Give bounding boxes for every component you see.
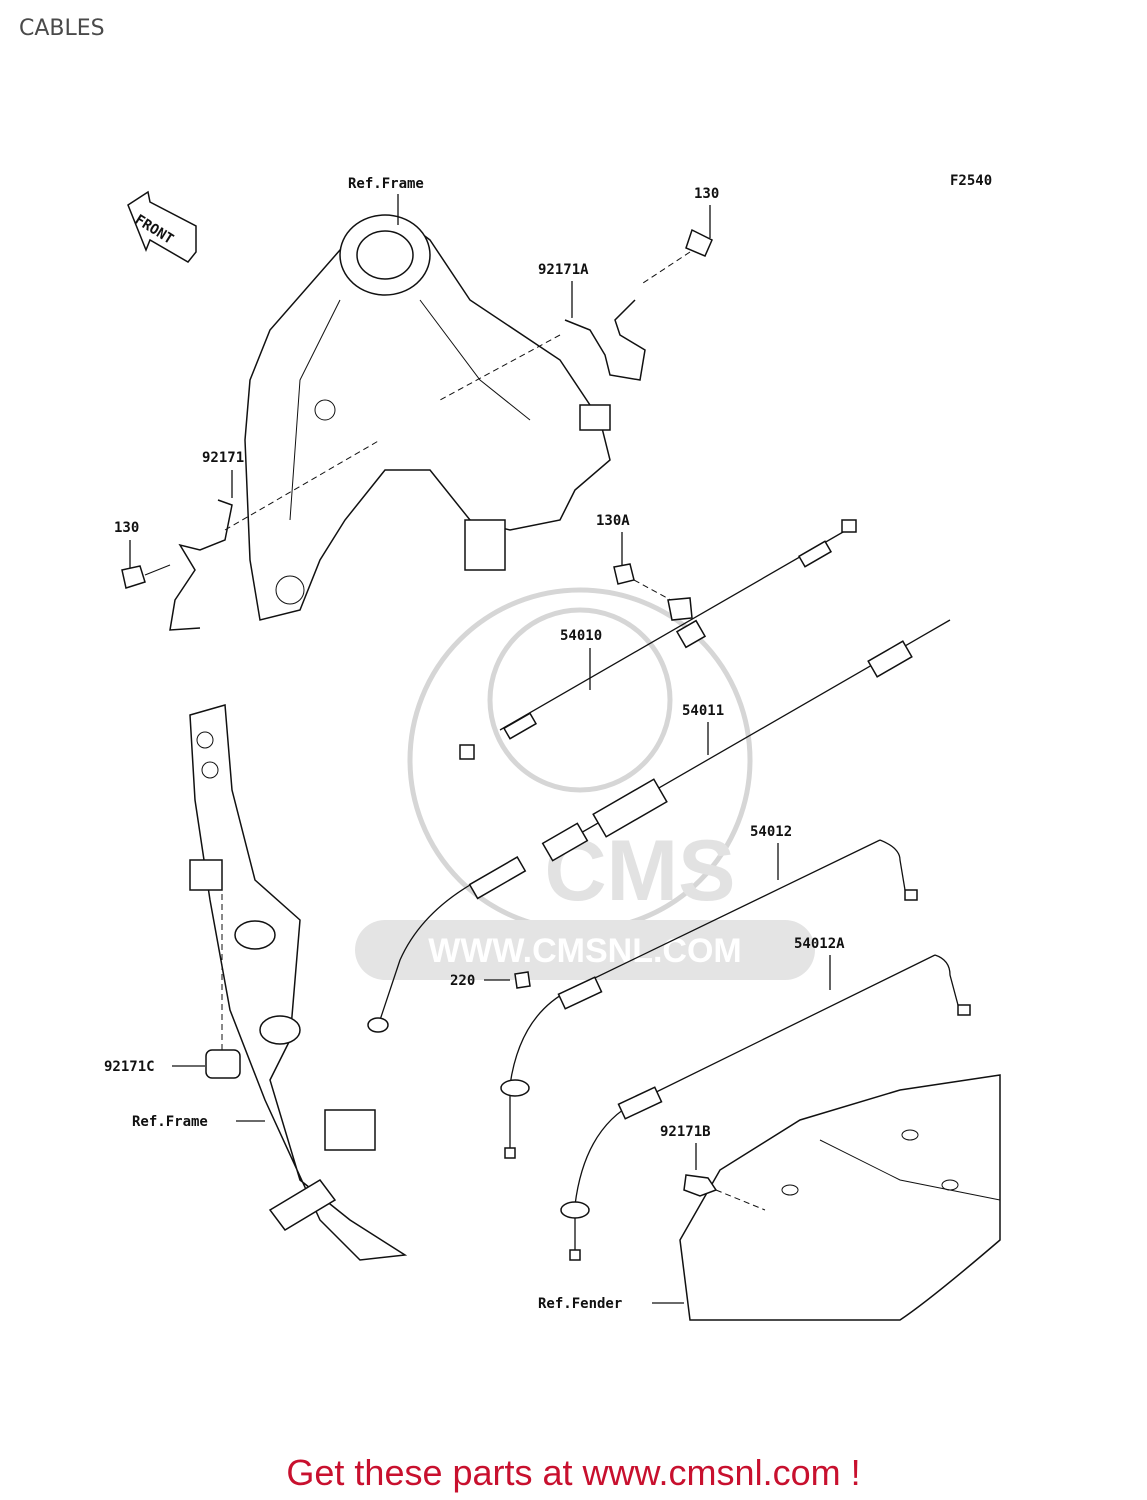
callout-92171B: 92171B — [660, 1124, 711, 1140]
callout-220: 220 — [450, 973, 475, 989]
bolt-130A — [613, 563, 635, 585]
bolt-130-top — [639, 228, 713, 286]
ref-fender-label: Ref.Fender — [538, 1296, 622, 1312]
fender-contour — [819, 1139, 1001, 1201]
side-frame-bracket — [189, 859, 223, 891]
callout-130-top: 130 — [694, 186, 719, 202]
bolt-130-left — [121, 565, 146, 589]
front-arrow: FRONT — [127, 190, 197, 263]
bolt-130-left-shank — [144, 564, 171, 576]
clip-92171B-guide — [715, 1189, 766, 1211]
watermark-banner — [355, 920, 815, 980]
cable-54011 — [367, 619, 951, 1033]
clamp-92171 — [169, 499, 233, 631]
frame-hole-2 — [275, 575, 305, 605]
callout-130A: 130A — [596, 513, 630, 529]
promo-link[interactable]: Get these parts at www.cmsnl.com ! — [286, 1452, 861, 1493]
callout-92171: 92171 — [202, 450, 244, 466]
callout-54010: 54010 — [560, 628, 602, 644]
screw-220 — [514, 971, 531, 989]
watermark-url: WWW.CMSNL.COM — [428, 932, 742, 970]
frame-bracket — [464, 519, 506, 571]
frame-hole-1 — [314, 399, 336, 421]
callout-54012: 54012 — [750, 824, 792, 840]
frame-contours — [289, 299, 531, 521]
frame-body — [244, 221, 611, 621]
watermark: WWW.CMSNL.COM CMS — [355, 587, 815, 980]
ref-frame-side-label: Ref.Frame — [132, 1114, 208, 1130]
cable-54012 — [500, 839, 918, 1159]
figure-code: F2540 — [950, 173, 992, 189]
fender — [679, 1074, 1001, 1321]
ref-frame-top-label: Ref.Frame — [348, 176, 424, 192]
callout-92171C: 92171C — [104, 1059, 155, 1075]
side-frame-tube — [189, 704, 408, 1261]
main-frame — [244, 214, 611, 621]
clamp-92171A-guide — [439, 334, 561, 401]
frame-tab — [579, 404, 611, 431]
callout-130-left: 130 — [114, 520, 139, 536]
head-pipe-inner — [356, 230, 414, 280]
side-frame-foot — [268, 1179, 337, 1231]
clip-92171B — [683, 1174, 718, 1197]
cable-54012A — [560, 954, 971, 1261]
side-frame — [189, 704, 408, 1261]
side-frame-mount — [324, 1109, 376, 1151]
callout-54012A: 54012A — [794, 936, 845, 952]
callout-54011: 54011 — [682, 703, 724, 719]
callout-92171A: 92171A — [538, 262, 589, 278]
fender-body — [679, 1074, 1001, 1321]
watermark-face — [487, 607, 673, 793]
clamp-92171C — [205, 1049, 241, 1079]
clamp-92171A — [564, 299, 646, 381]
page-title: CABLES — [19, 16, 105, 41]
cable-54010 — [459, 519, 857, 760]
front-arrow-shape — [127, 190, 197, 263]
